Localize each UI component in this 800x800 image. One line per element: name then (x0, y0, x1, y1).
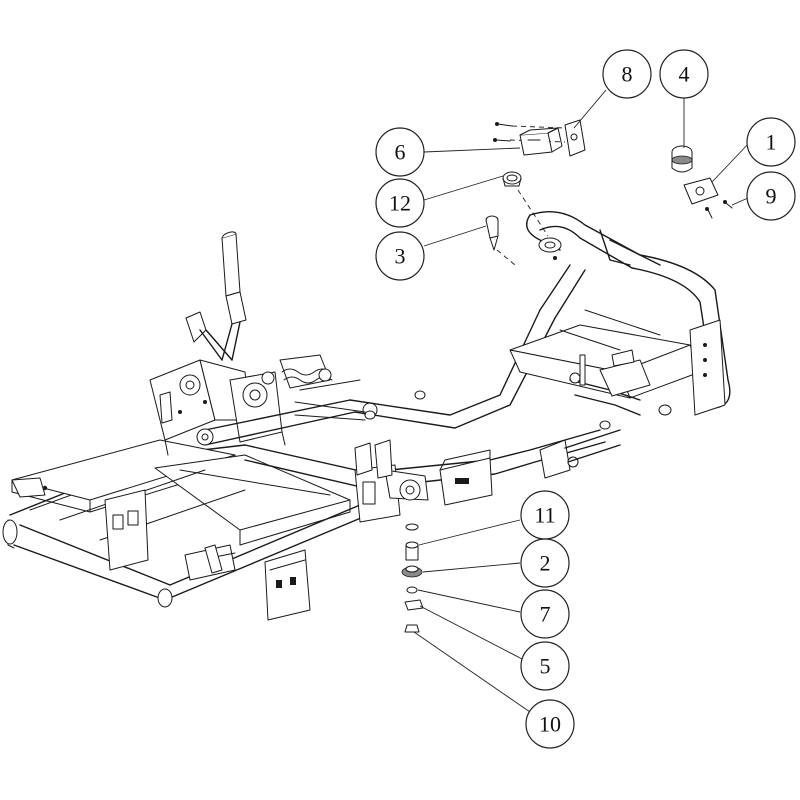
callout-4-label: 4 (679, 62, 690, 87)
callouts: 8 4 1 6 9 12 3 11 (375, 49, 796, 749)
callout-12-label: 12 (389, 191, 411, 216)
part-stack (401, 523, 424, 633)
part-9-screws (705, 200, 733, 219)
callout-3: 3 (375, 231, 425, 281)
callout-9-label: 9 (766, 184, 777, 209)
callout-7: 7 (520, 589, 570, 639)
part-8-bracket (493, 119, 586, 157)
part-4-knob (671, 145, 693, 173)
callout-5: 5 (520, 641, 570, 691)
callout-5-label: 5 (540, 654, 551, 679)
leader-12 (423, 175, 504, 201)
part-6-relay (519, 127, 563, 156)
callout-1: 1 (746, 117, 796, 167)
callout-10: 10 (525, 699, 575, 749)
part-1-plate (683, 177, 719, 205)
leader-lines (413, 89, 751, 713)
callout-8: 8 (602, 49, 652, 99)
callout-7-label: 7 (540, 602, 551, 627)
callout-6: 6 (375, 127, 425, 177)
callout-9: 9 (746, 171, 796, 221)
callout-11: 11 (520, 490, 570, 540)
callout-4: 4 (659, 49, 709, 99)
callout-11-label: 11 (534, 503, 555, 528)
callout-10-label: 10 (539, 712, 561, 737)
leader-8 (573, 89, 607, 129)
callout-12: 12 (375, 178, 425, 228)
callout-6-label: 6 (395, 140, 406, 165)
callout-2-label: 2 (540, 551, 551, 576)
exploded-parts (401, 119, 733, 633)
leader-1 (711, 141, 751, 183)
leader-2 (422, 562, 521, 573)
callout-2: 2 (520, 538, 570, 588)
part-12-grommet (502, 171, 522, 187)
callout-3-label: 3 (395, 244, 406, 269)
mower-frame-drawing (2, 211, 731, 621)
leader-11 (418, 519, 521, 546)
leader-5 (419, 605, 525, 661)
callout-1-label: 1 (766, 130, 777, 155)
leader-9 (731, 197, 749, 206)
leader-3 (423, 225, 487, 247)
part-3-pin (485, 215, 499, 251)
leader-7 (417, 589, 521, 613)
leader-10 (413, 631, 531, 713)
leader-6 (423, 147, 521, 153)
callout-8-label: 8 (622, 62, 633, 87)
